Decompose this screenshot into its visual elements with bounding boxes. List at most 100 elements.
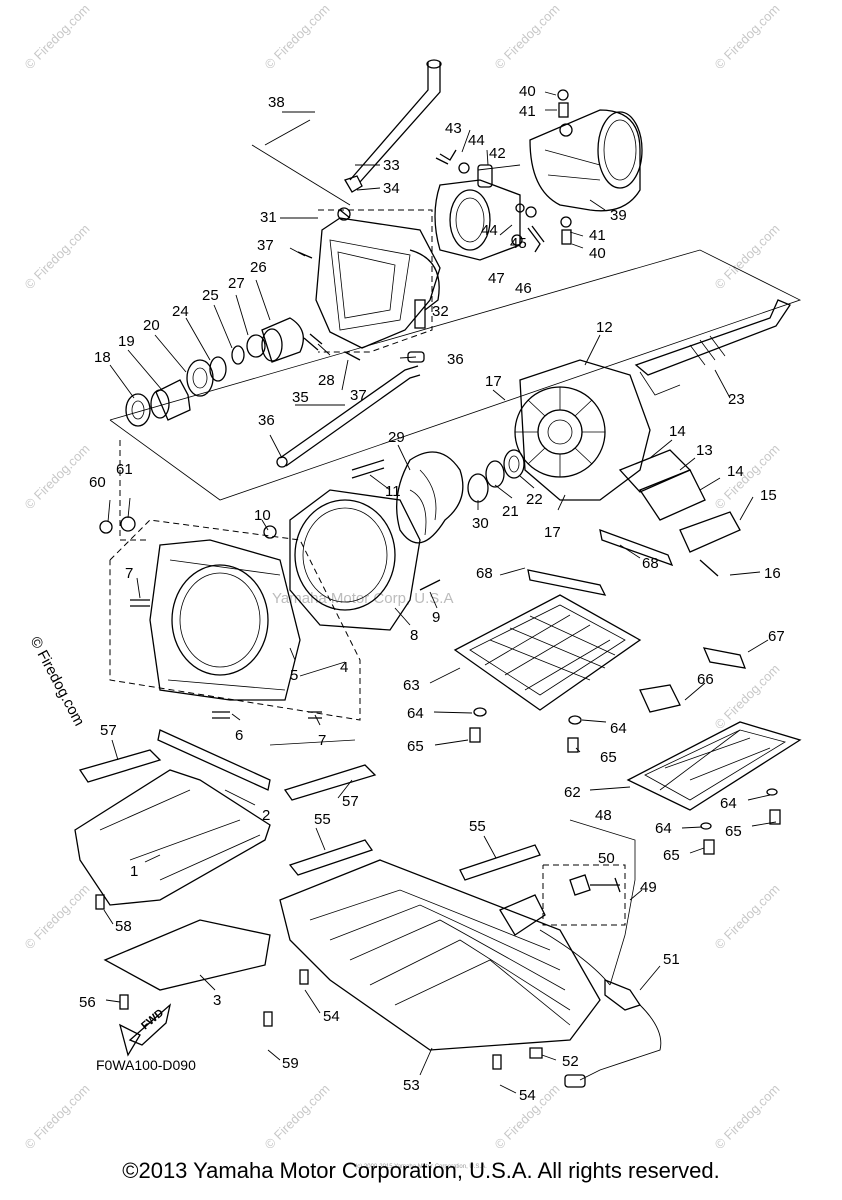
callout-label: 21 [502,503,519,520]
callout-label: 9 [432,609,440,626]
callout-label: 25 [202,287,219,304]
impeller-icon [396,451,464,544]
cover-plate [618,449,741,577]
callout-label: 18 [94,349,111,366]
grate-63 [453,528,674,753]
callout-label: 55 [469,818,486,835]
callout-label: 28 [318,372,335,389]
intake-4-icon [149,539,301,701]
callout-label: 54 [519,1087,536,1104]
callout-label: 62 [564,784,581,801]
callout-label: 17 [485,373,502,390]
grate-62 [626,647,802,855]
driveshaft-icon [634,299,791,376]
callout-label: 29 [388,429,405,446]
hose-35-icon [279,365,421,467]
bearing-stack [125,317,323,427]
nozzle-39-icon [529,109,641,212]
watermark-layer: © Firedog.com © Firedog.com © Firedog.co… [22,1,783,1152]
sponson-assembly [74,729,541,1027]
callout-label: 41 [519,103,536,120]
callout-label: 46 [515,280,532,297]
watermark-text: © Firedog.com [712,661,783,732]
duct-8-icon [289,489,421,631]
fine-print: (c) 2000-2015 Yamaha Motor Corporation, … [355,1164,487,1170]
housing-12-icon [519,359,651,501]
callout-label: 60 [89,474,106,491]
callout-label: 32 [432,303,449,320]
callout-labels: 1 2 3 4 5 6 7 7 8 9 10 11 12 13 14 14 15… [79,83,785,1104]
callout-label: 57 [342,793,359,810]
nozzle-assembly [434,89,643,261]
callout-label: 65 [407,738,424,755]
callout-label: 55 [314,811,331,828]
callout-label: 39 [610,207,627,224]
callout-label: 58 [115,918,132,935]
assembly-outlines [109,209,802,986]
watermark-text: © Firedog.com [22,881,93,952]
callout-label: 24 [172,303,189,320]
callout-label: 43 [445,120,462,137]
leader-lines [103,91,777,1094]
callout-label: 26 [250,259,267,276]
callout-label: 37 [257,237,274,254]
watermark-text: © Firedog.com [492,1,563,72]
watermark-text: © Firedog.com [22,1,93,72]
callout-label: 52 [562,1053,579,1070]
ride-plate-53 [279,859,601,1070]
callout-label: 56 [79,994,96,1011]
callout-label: 7 [318,732,326,749]
intake-4 [99,516,322,719]
callout-label: 67 [768,628,785,645]
watermark-text: © Firedog.com [262,1,333,72]
callout-label: 16 [764,565,781,582]
grate-62-icon [626,721,802,811]
callout-label: 17 [544,524,561,541]
sensor-assembly [499,874,662,1088]
callout-label: 36 [447,351,464,368]
watermark-text: © Firedog.com [712,881,783,952]
ride-plate-icon [279,859,601,1051]
callout-label: 35 [292,389,309,406]
callout-label: 59 [282,1055,299,1072]
callout-label: 37 [350,387,367,404]
callout-label: 3 [213,992,221,1009]
callout-label: 47 [488,270,505,287]
impeller-29 [396,449,525,544]
callout-label: 68 [642,555,659,572]
copyright-text: ©2013 Yamaha Motor Corporation, U.S.A. A… [122,1158,720,1183]
callout-label: 13 [696,442,713,459]
housing-31-icon [315,217,441,349]
callout-label: 5 [290,667,298,684]
callout-label: 27 [228,275,245,292]
grate-63-icon [453,594,642,711]
callout-label: 33 [383,157,400,174]
sleeve-19-icon [155,379,191,421]
watermark-text: © Firedog.com [712,1,783,72]
watermark-text: © Firedog.com [262,1081,333,1152]
housing-31 [297,207,441,363]
callout-label: 10 [254,507,271,524]
callout-label: 23 [728,391,745,408]
hoses-and-shaft [276,59,791,468]
watermark-text: © Firedog.com [712,1081,783,1152]
callout-label: 66 [697,671,714,688]
callout-label: 51 [663,951,680,968]
callout-label: 12 [596,319,613,336]
callout-label: 20 [143,317,160,334]
callout-label: 54 [323,1008,340,1025]
callout-label: 64 [610,720,627,737]
center-watermark: Yamaha Motor Corp, U.S.A [272,590,453,607]
callout-label: 48 [595,807,612,824]
callout-label: 36 [258,412,275,429]
callout-label: 40 [519,83,536,100]
callout-label: 64 [655,820,672,837]
bracket-42-icon [434,179,521,261]
callout-label: 41 [589,227,606,244]
callout-label: 22 [526,491,543,508]
callout-label: 44 [481,222,498,239]
callout-label: 1 [130,863,138,880]
impeller-housing-12 [514,359,651,501]
callout-label: 61 [116,461,133,478]
callout-label: 31 [260,209,277,226]
